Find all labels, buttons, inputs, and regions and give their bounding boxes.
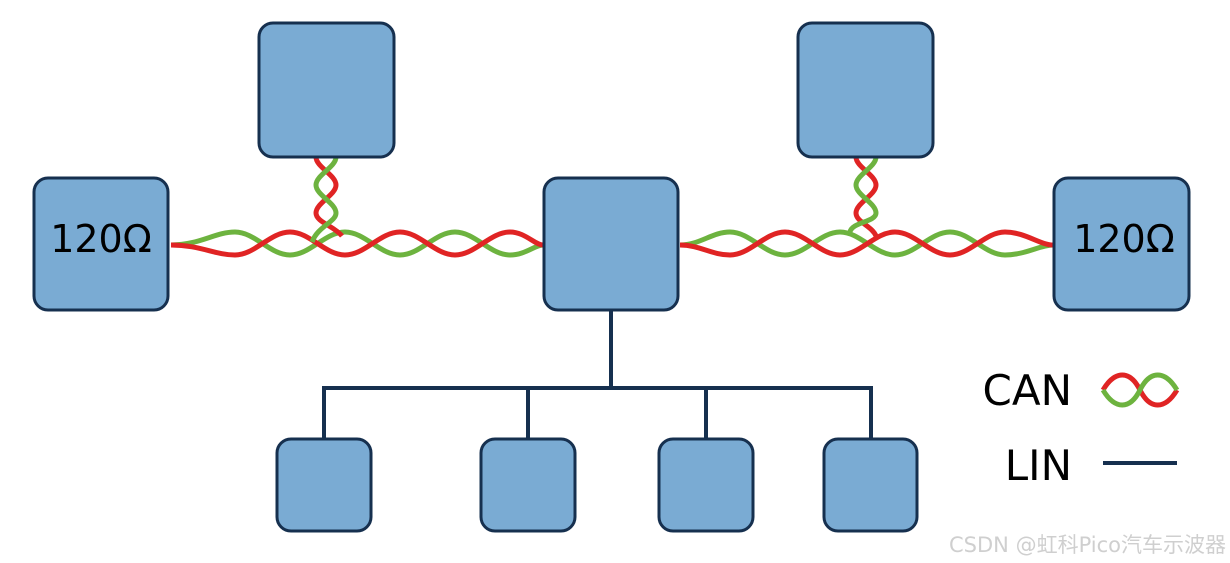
lin-node-1: [275, 437, 373, 533]
legend-lin-label: LIN: [1005, 441, 1072, 490]
can-bus-right: [679, 229, 1054, 258]
can-drop-left: [309, 156, 344, 244]
watermark-text: CSDN @虹科Pico汽车示波器: [949, 533, 1226, 557]
lin-bus: [322, 309, 873, 441]
gateway-node-center: [542, 176, 680, 312]
lin-node-4: [822, 437, 919, 533]
legend-can-label: CAN: [983, 366, 1072, 415]
lin-node-3: [657, 437, 755, 533]
terminator-node-left: [32, 176, 170, 312]
legend: CAN LIN: [983, 366, 1180, 490]
ecu-node-top-right: [796, 21, 935, 159]
lin-node-2: [479, 437, 577, 533]
terminator-label-right: 120Ω: [1073, 217, 1175, 261]
ecu-node-top-left: [257, 21, 396, 159]
terminator-label-left: 120Ω: [50, 217, 152, 261]
legend-can-swatch: [1100, 372, 1180, 408]
can-bus-left: [170, 229, 544, 258]
can-drop-right: [847, 156, 879, 238]
terminator-node-right: [1052, 176, 1191, 312]
